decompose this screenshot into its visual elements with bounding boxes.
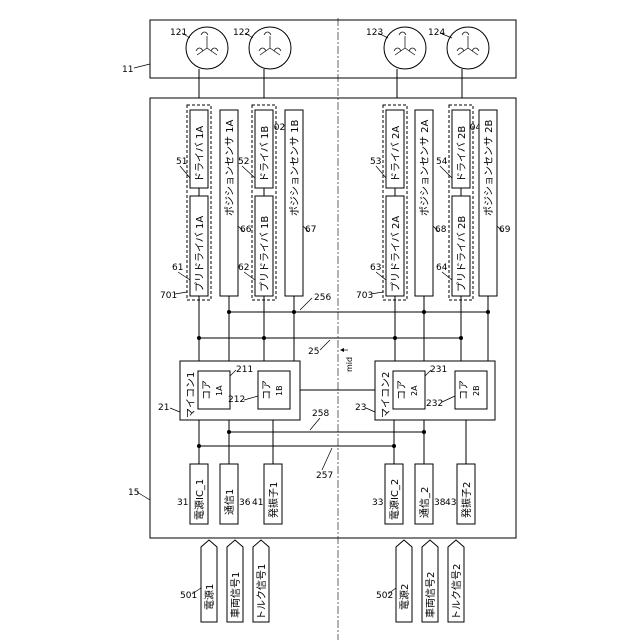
svg-text:124: 124 bbox=[428, 28, 445, 38]
svg-text:51: 51 bbox=[176, 157, 187, 167]
svg-text:通信1: 通信1 bbox=[224, 489, 236, 515]
svg-text:電源IC_2: 電源IC_2 bbox=[388, 479, 401, 520]
svg-text:62: 62 bbox=[238, 263, 249, 273]
svg-text:電源2: 電源2 bbox=[398, 584, 411, 610]
svg-text:502: 502 bbox=[376, 591, 393, 601]
svg-text:発振子2: 発振子2 bbox=[460, 482, 473, 518]
svg-text:プリドライバ 1B: プリドライバ 1B bbox=[259, 216, 271, 292]
input-torque-signal-1: トルク信号1 bbox=[253, 540, 269, 622]
svg-text:43: 43 bbox=[445, 498, 456, 508]
svg-text:車両信号1: 車両信号1 bbox=[229, 572, 242, 618]
svg-text:コア: コア bbox=[459, 380, 470, 400]
svg-text:63: 63 bbox=[370, 263, 381, 273]
svg-text:プリドライバ 1A: プリドライバ 1A bbox=[194, 216, 206, 292]
input-torque-signal-2: トルク信号2 bbox=[448, 540, 464, 622]
svg-text:ポジションセンサ 1A: ポジションセンサ 1A bbox=[224, 119, 236, 216]
svg-text:64: 64 bbox=[436, 263, 448, 273]
svg-text:41: 41 bbox=[252, 498, 263, 508]
svg-text:ドライバ 2A: ドライバ 2A bbox=[390, 126, 402, 182]
svg-text:電源1: 電源1 bbox=[203, 584, 216, 610]
svg-text:コア: コア bbox=[262, 380, 273, 400]
svg-text:701: 701 bbox=[160, 291, 177, 301]
ref-15: 15 bbox=[128, 488, 139, 498]
svg-text:2A: 2A bbox=[410, 385, 419, 396]
svg-text:212: 212 bbox=[228, 395, 245, 405]
svg-text:車両信号2: 車両信号2 bbox=[424, 572, 437, 618]
svg-text:53: 53 bbox=[370, 157, 381, 167]
svg-text:232: 232 bbox=[426, 399, 443, 409]
svg-text:トルク信号1: トルク信号1 bbox=[256, 564, 268, 620]
svg-text:マイコン1: マイコン1 bbox=[186, 372, 197, 418]
svg-text:ポジションセンサ 2B: ポジションセンサ 2B bbox=[483, 119, 495, 216]
svg-text:257: 257 bbox=[316, 471, 333, 481]
microcontroller-2: マイコン2 23 コア 2A 231 コア 2B 232 bbox=[355, 361, 495, 420]
svg-text:33: 33 bbox=[372, 498, 383, 508]
svg-text:31: 31 bbox=[177, 498, 188, 508]
svg-text:25: 25 bbox=[308, 347, 319, 357]
svg-text:コア: コア bbox=[202, 380, 213, 400]
svg-text:プリドライバ 2B: プリドライバ 2B bbox=[456, 216, 468, 292]
svg-text:1A: 1A bbox=[215, 385, 224, 396]
svg-text:21: 21 bbox=[158, 403, 169, 413]
input-vehicle-signal-1: 車両信号1 bbox=[227, 540, 243, 622]
svg-text:122: 122 bbox=[233, 28, 250, 38]
svg-text:23: 23 bbox=[355, 403, 366, 413]
svg-text:703: 703 bbox=[356, 291, 373, 301]
svg-text:36: 36 bbox=[239, 498, 251, 508]
input-power-1: 電源1 bbox=[201, 540, 217, 622]
svg-text:61: 61 bbox=[172, 263, 183, 273]
svg-text:123: 123 bbox=[366, 28, 383, 38]
mid-label: mid bbox=[345, 357, 354, 372]
input-vehicle-signal-2: 車両信号2 bbox=[422, 540, 438, 622]
svg-text:通信_2: 通信_2 bbox=[419, 487, 431, 518]
ref-11: 11 bbox=[122, 65, 133, 75]
svg-text:コア: コア bbox=[397, 380, 408, 400]
input-power-2: 電源2 bbox=[396, 540, 412, 622]
svg-text:プリドライバ 2A: プリドライバ 2A bbox=[390, 216, 402, 292]
svg-text:ドライバ 2B: ドライバ 2B bbox=[456, 126, 468, 182]
svg-text:52: 52 bbox=[238, 157, 249, 167]
svg-text:発振子1: 発振子1 bbox=[267, 482, 280, 518]
svg-text:2B: 2B bbox=[472, 385, 481, 396]
svg-text:258: 258 bbox=[312, 409, 329, 419]
svg-text:ポジションセンサ 2A: ポジションセンサ 2A bbox=[419, 119, 431, 216]
svg-text:ドライバ 1B: ドライバ 1B bbox=[259, 126, 271, 182]
svg-text:256: 256 bbox=[314, 293, 331, 303]
svg-text:54: 54 bbox=[436, 157, 448, 167]
svg-text:231: 231 bbox=[430, 365, 447, 375]
svg-text:38: 38 bbox=[434, 498, 446, 508]
svg-text:ドライバ 1A: ドライバ 1A bbox=[194, 126, 206, 182]
svg-text:121: 121 bbox=[170, 28, 187, 38]
svg-text:1B: 1B bbox=[275, 385, 284, 396]
svg-text:マイコン2: マイコン2 bbox=[381, 372, 392, 418]
svg-text:211: 211 bbox=[236, 365, 253, 375]
svg-text:ポジションセンサ 1B: ポジションセンサ 1B bbox=[289, 119, 301, 216]
svg-text:電源IC_1: 電源IC_1 bbox=[193, 479, 206, 520]
svg-text:トルク信号2: トルク信号2 bbox=[451, 564, 463, 620]
